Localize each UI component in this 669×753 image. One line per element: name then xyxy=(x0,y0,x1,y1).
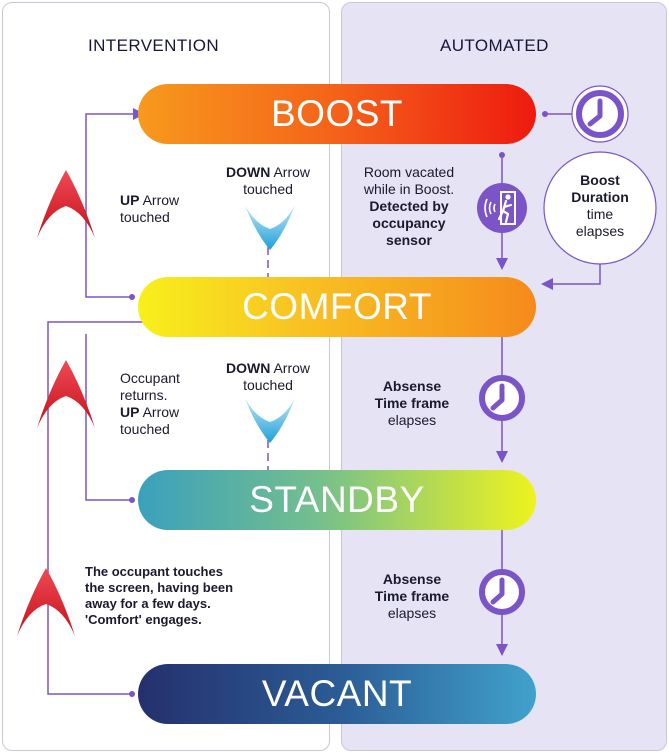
label-boost-duration: Boost Duration time elapses xyxy=(571,172,629,239)
up-arrow-icon xyxy=(17,568,75,636)
state-comfort: COMFORT xyxy=(138,277,536,337)
state-standby: STANDBY xyxy=(138,470,536,530)
label-absense-comfort: Absense Time frame elapses xyxy=(374,378,450,428)
down-arrow-icon xyxy=(245,398,295,443)
up-arrow-icon xyxy=(37,360,95,428)
down-arrow-icon xyxy=(245,205,295,250)
label-room-vacated: Room vacated while in Boost. Detected by… xyxy=(363,164,455,248)
up-arrow-icon xyxy=(37,170,95,238)
label-down-to-comfort: DOWN Arrow touched xyxy=(225,164,310,197)
state-boost: BOOST xyxy=(138,84,536,144)
label-down-to-standby: DOWN Arrow touched xyxy=(225,360,310,393)
label-up-to-boost: UP Arrow touched xyxy=(120,192,180,225)
connector-up-to-boost xyxy=(85,113,138,298)
state-vacant: VACANT xyxy=(138,664,536,724)
intervention-heading: INTERVENTION xyxy=(88,36,220,55)
connector-vacant-to-comfort xyxy=(47,321,156,695)
clock-icon xyxy=(479,569,525,615)
connector-up-to-comfort xyxy=(85,334,132,501)
automated-heading: AUTOMATED xyxy=(440,36,549,55)
clock-icon xyxy=(571,85,629,143)
label-occupant-returns: Occupant returns. UP Arrow touched xyxy=(120,370,180,437)
label-away-few-days: The occupant touches the screen, having … xyxy=(85,564,234,627)
label-absense-standby: Absense Time frame elapses xyxy=(374,571,450,621)
occupancy-sensor-icon xyxy=(477,183,527,233)
clock-icon xyxy=(479,375,525,421)
